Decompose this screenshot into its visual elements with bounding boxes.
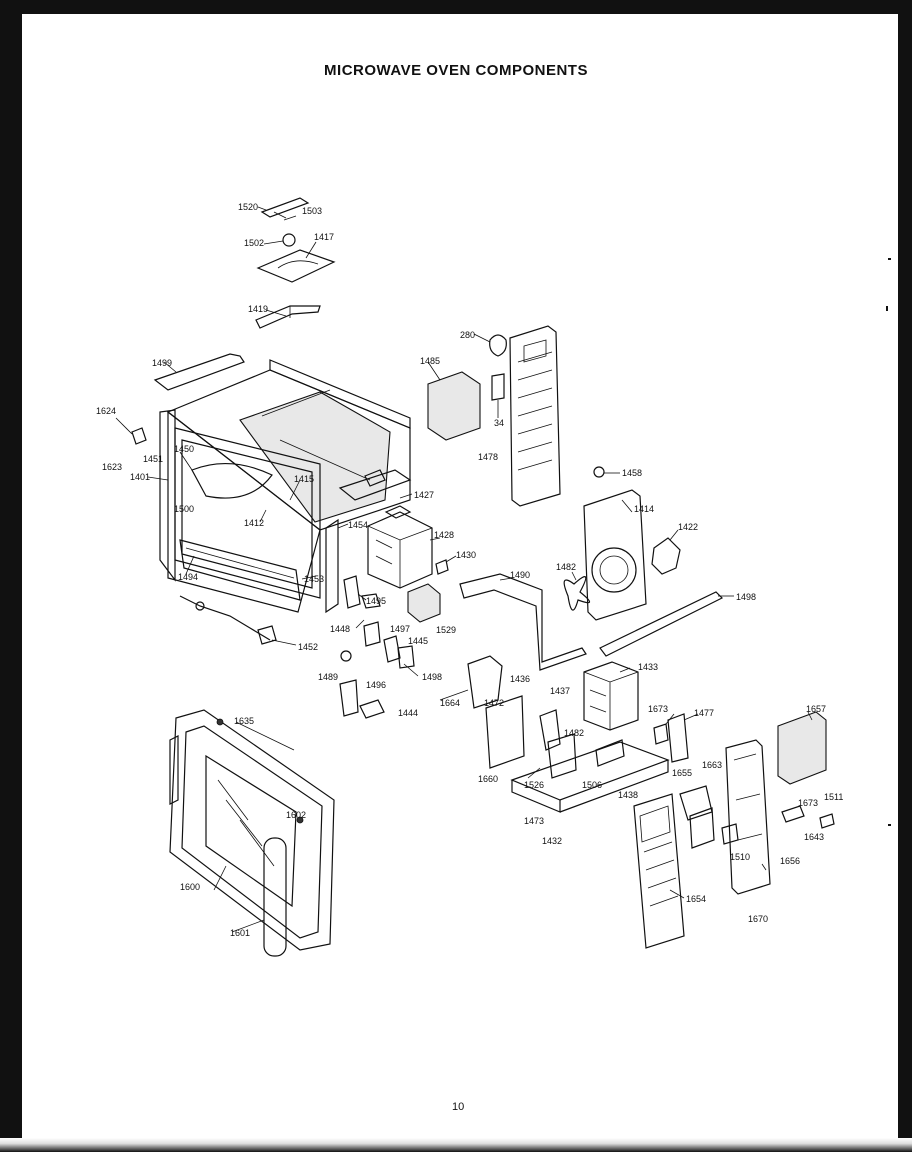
part-labels: 1520 1503 1502 1417 1419 1499 1624 1623 … [96,202,843,938]
label-1473: 1473 [524,816,544,826]
scan-specks [886,258,891,826]
label-1623: 1623 [102,462,122,472]
label-280: 280 [460,330,475,340]
label-1673-a: 1673 [648,704,668,714]
label-1502: 1502 [244,238,264,248]
lamp-and-duct [427,325,561,507]
label-1482-fan: 1482 [556,562,576,572]
label-1656: 1656 [780,856,800,866]
label-1482-base: 1482 [564,728,584,738]
label-1401: 1401 [130,472,150,482]
fan-assembly [459,466,724,671]
label-1500: 1500 [174,504,194,514]
label-1452: 1452 [298,642,318,652]
label-1433: 1433 [638,662,658,672]
label-1601: 1601 [230,928,250,938]
label-1529: 1529 [436,625,456,635]
label-1499: 1499 [152,358,172,368]
label-1417: 1417 [314,232,334,242]
label-1489: 1489 [318,672,338,682]
label-1526: 1526 [524,780,544,790]
label-1624: 1624 [96,406,116,416]
label-1670: 1670 [748,914,768,924]
label-1660: 1660 [478,774,498,784]
label-1453: 1453 [304,574,324,584]
label-1495: 1495 [366,596,386,606]
scan-edge [0,1138,912,1152]
label-1477: 1477 [694,708,714,718]
label-1419: 1419 [248,304,268,314]
label-1602: 1602 [286,810,306,820]
duct-part [407,583,441,623]
label-1496: 1496 [366,680,386,690]
label-1485: 1485 [420,356,440,366]
stirrer-assembly [255,197,336,329]
label-1458: 1458 [622,468,642,478]
label-1635: 1635 [234,716,254,726]
label-1643: 1643 [804,832,824,842]
door-assembly [169,709,335,957]
label-1490: 1490 [510,570,530,580]
oven-cavity [153,353,412,614]
label-1478: 1478 [478,452,498,462]
label-1506: 1506 [582,780,602,790]
label-1494: 1494 [178,572,198,582]
label-1664: 1664 [440,698,460,708]
label-1655: 1655 [672,768,692,778]
page-number: 10 [452,1101,465,1113]
label-1428: 1428 [434,530,454,540]
label-34: 34 [494,418,504,428]
label-1472: 1472 [484,698,504,708]
label-1600: 1600 [180,882,200,892]
left-small-parts [131,427,415,719]
label-1498-rail: 1498 [736,592,756,602]
label-1450: 1450 [174,444,194,454]
leader-lines [115,206,813,933]
label-1451: 1451 [143,454,163,464]
page-title: MICROWAVE OVEN COMPONENTS [324,62,588,79]
label-1663: 1663 [702,760,722,770]
control-panel-parts [633,711,835,949]
label-1657: 1657 [806,704,826,714]
label-1654: 1654 [686,894,706,904]
label-1673-b: 1673 [798,798,818,808]
label-1448: 1448 [330,624,350,634]
label-1422: 1422 [678,522,698,532]
label-1436: 1436 [510,674,530,684]
label-1432: 1432 [542,836,562,846]
label-1430: 1430 [456,550,476,560]
label-1427: 1427 [414,490,434,500]
label-1445: 1445 [408,636,428,646]
label-1415: 1415 [294,474,314,484]
label-1412: 1412 [244,518,264,528]
label-1497: 1497 [390,624,410,634]
label-1438: 1438 [618,790,638,800]
label-1414: 1414 [634,504,654,514]
label-1498: 1498 [422,672,442,682]
label-1511: 1511 [824,792,843,802]
label-1520: 1520 [238,202,258,212]
label-1437: 1437 [550,686,570,696]
label-1510: 1510 [730,852,750,862]
label-1454: 1454 [348,520,368,530]
label-1444: 1444 [398,708,418,718]
transformer-and-base [467,655,689,813]
magnetron [367,505,449,589]
label-1503: 1503 [302,206,322,216]
